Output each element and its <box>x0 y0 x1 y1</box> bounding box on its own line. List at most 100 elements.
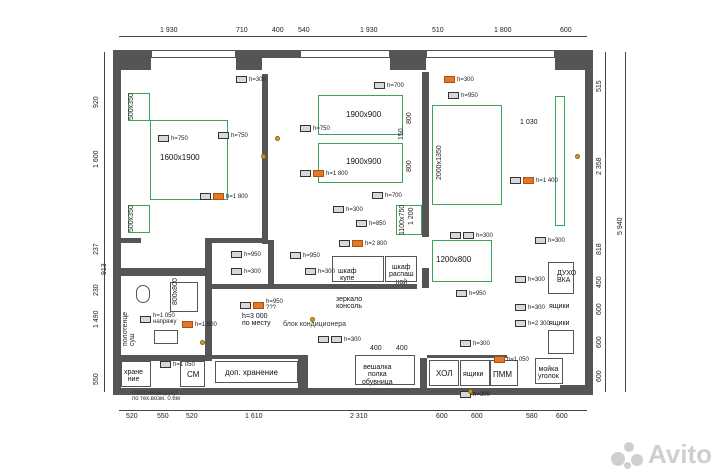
bed-b-label: 1900x900 <box>346 157 382 166</box>
oven-box <box>548 262 574 294</box>
bed-main-label: 1600x1900 <box>160 153 200 162</box>
avito-logo: Avito <box>610 439 712 470</box>
hanger-box <box>355 355 415 385</box>
socket-s28: h=300 <box>460 340 490 347</box>
label-storage2: доп. хранение <box>225 368 278 377</box>
window-2 <box>300 50 390 58</box>
sofa-label: 2000x1350 <box>436 145 443 180</box>
left-dim-3: 237 <box>93 243 100 255</box>
bottom-dim-4: 1 610 <box>245 413 263 420</box>
right-dim-4: 450 <box>596 276 603 288</box>
socket-s9: h=1 800 <box>300 170 348 177</box>
socket-s10: h=1 400 <box>510 177 558 184</box>
bottom-dim-8: 580 <box>526 413 538 420</box>
cooktop <box>548 330 574 354</box>
pillar-top-mid2 <box>390 50 426 70</box>
socket-s18: h=300 <box>231 268 261 275</box>
label-sink: мойка уголок <box>538 366 559 381</box>
wall-bed-bottom2 <box>205 238 262 243</box>
left-dim-7: 550 <box>93 373 100 385</box>
pillar-bottom-right <box>560 385 593 395</box>
right-dim-6: 600 <box>596 336 603 348</box>
light-bath <box>200 340 205 345</box>
left-dim-2: 1 600 <box>93 150 100 168</box>
nightstand-bottom-label: 500x350 <box>128 205 135 232</box>
socket-s13: h=850 <box>356 220 386 227</box>
wall-storage-right <box>298 355 308 395</box>
top-dimension-line <box>119 36 587 37</box>
socket-s8: h=1 800 <box>200 193 248 200</box>
bed-b <box>318 143 403 183</box>
left-dim-1: 920 <box>93 96 100 108</box>
light-hall <box>310 317 315 322</box>
light-entry <box>468 389 473 394</box>
bottom-dim-7: 600 <box>471 413 483 420</box>
socket-s31: h=2 300 <box>515 320 550 327</box>
bottom-dim-5: 2 310 <box>350 413 368 420</box>
window-3 <box>426 50 555 58</box>
top-dim-8: 600 <box>560 27 572 34</box>
right-dim-3: 818 <box>596 243 603 255</box>
label-wardrobe-swing: шкаф распаш ной <box>389 264 414 286</box>
right-dim-2: 2 358 <box>596 157 603 175</box>
pillar-top-left <box>113 50 151 70</box>
wall-corridor <box>212 284 417 289</box>
bed-main <box>150 120 228 200</box>
label-mirror: зеркало консоль <box>336 296 363 311</box>
pillar-top-right <box>555 50 593 70</box>
socket-s24: h=1 050 напряжу <box>140 313 177 325</box>
tv-cabinet <box>555 96 565 226</box>
wall-corridor-stub <box>268 240 274 286</box>
socket-s19: h=300 <box>305 268 335 275</box>
socket-s5: h=750 <box>218 132 248 139</box>
socket-s32: h=300 <box>460 391 490 398</box>
bed-a <box>318 95 403 135</box>
bottom-dim-2: 550 <box>157 413 169 420</box>
socket-s22: h=950 <box>456 290 486 297</box>
wall-kitchen-bottom <box>427 355 507 358</box>
bed-a-depth: 800 <box>406 112 413 124</box>
desk-kids <box>396 205 422 235</box>
right-total-line <box>625 52 626 392</box>
top-dim-6: 510 <box>432 27 444 34</box>
avito-wordmark: Avito <box>647 439 712 469</box>
top-dim-4: 540 <box>298 27 310 34</box>
bottom-dim-1: 520 <box>126 413 138 420</box>
label-drawers-bottom: ящики <box>463 371 484 378</box>
socket-s11: h=700 <box>372 192 402 199</box>
socket-s16: h=950 <box>290 252 320 259</box>
bottom-dimension-line <box>119 410 587 411</box>
top-dim-1: 1 930 <box>160 27 178 34</box>
bottom-dim-6: 600 <box>436 413 448 420</box>
label-drawers-r1: ящики <box>549 303 570 310</box>
shower-label: 800x800 <box>172 278 179 305</box>
wall-entry-right <box>420 358 427 395</box>
dishwasher-box <box>490 360 518 386</box>
socket-s26: h=300 <box>318 336 361 343</box>
bed-b-depth: 800 <box>406 160 413 172</box>
wall-bed-bottom <box>121 238 141 243</box>
socket-s2: h=700 <box>374 82 404 89</box>
outer-wall-bottom <box>113 388 593 395</box>
outer-wall-left <box>113 50 121 395</box>
sm-box <box>180 361 205 387</box>
wall-bed-right <box>262 74 268 244</box>
light-kids <box>275 136 280 141</box>
bottom-dim-3: 520 <box>186 413 198 420</box>
right-dim-1: 515 <box>596 80 603 92</box>
right-dimension-line <box>605 52 606 392</box>
socket-s21: h=300 <box>515 276 545 283</box>
avito-balls-icon <box>610 440 645 470</box>
drawers-bottom-box <box>460 360 490 386</box>
socket-s29: h=1 050 <box>494 356 529 363</box>
socket-s25: h=1 500 <box>182 321 217 328</box>
toilet <box>136 285 150 303</box>
desk-1200: 1 200 <box>408 207 415 225</box>
label-dishwasher: ПММ <box>493 370 513 379</box>
wall-storage-top <box>212 355 302 359</box>
socket-s15: h=300 <box>450 232 493 239</box>
label-storage1: хране ние <box>124 369 144 384</box>
socket-s30: h=300 <box>515 304 545 311</box>
living-1030: 1 030 <box>520 119 538 126</box>
label-wardrobe-coupe: шкаф купе <box>338 268 357 283</box>
